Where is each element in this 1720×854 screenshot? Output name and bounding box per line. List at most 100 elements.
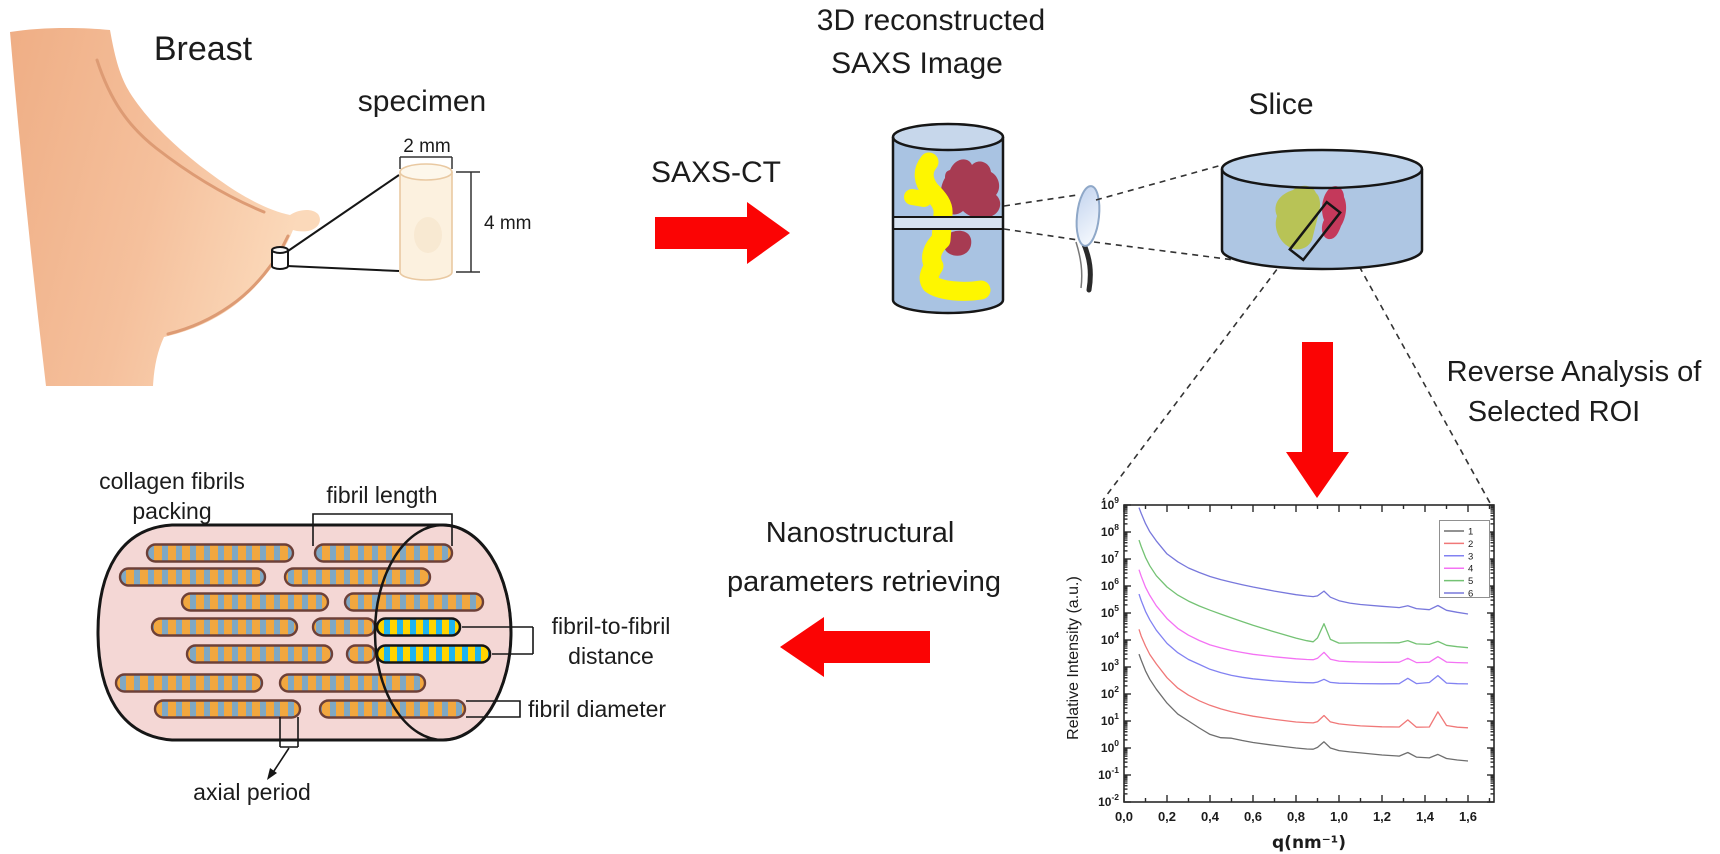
plot-x-tick-label: 0,0 [1115, 809, 1133, 824]
fibril-rod [114, 673, 264, 693]
fibril-rod [343, 592, 485, 612]
plot-y-tick-label: 100 [1101, 738, 1119, 755]
specimen-cylinder-top [399, 163, 453, 181]
zoom-line-bottom [286, 265, 400, 272]
breast-illustration: Breast [10, 27, 400, 386]
recon-cylinder-outline [891, 137, 1005, 315]
fibril-rod-highlighted [375, 644, 492, 664]
dashed-cyl-to-lens-top [1003, 194, 1078, 207]
plot-x-tick-label: 1,0 [1330, 809, 1348, 824]
collagen-diagram: collagen fibrils packing fibril length f… [96, 468, 670, 805]
fibril-to-fibril-label-line2: distance [568, 643, 654, 669]
fibril-rod [283, 567, 432, 587]
plot-y-tick-label: 101 [1101, 711, 1119, 728]
slice-red-region [1321, 186, 1347, 240]
plot-legend-label: 4 [1468, 564, 1473, 575]
axial-period-arrow-line [271, 747, 290, 775]
dashed-lens-to-slice-top [1095, 164, 1223, 201]
plot-y-tick-label: 105 [1101, 603, 1119, 620]
plot-y-tick-label: 109 [1101, 495, 1119, 512]
fibril-length-bracket [312, 513, 453, 546]
plot-x-tick-label: 1,6 [1459, 809, 1477, 824]
fibril-rod-highlighted [375, 617, 462, 637]
slice-outline [1220, 169, 1424, 271]
specimen-texture [414, 217, 442, 253]
nano-label-line2: parameters retrieving [727, 566, 1001, 598]
recon-title-line2: SAXS Image [831, 47, 1003, 80]
plot-x-tick-label: 0,2 [1158, 809, 1176, 824]
plot-x-tick-label: 0,8 [1287, 809, 1305, 824]
magnifier-handle [1080, 239, 1093, 293]
breast-label: Breast [154, 30, 253, 68]
plot-x-tick-label: 0,6 [1244, 809, 1262, 824]
plot-y-ticks [1124, 504, 1494, 803]
zoom-line-top [287, 174, 400, 252]
recon-tumor-region [940, 159, 1001, 219]
plot-y-tick-label: 102 [1101, 684, 1119, 701]
plot-curve-3 [1138, 593, 1469, 685]
axial-period-bracket [279, 717, 299, 748]
fibril-rod [278, 673, 427, 693]
plot-legend-label: 3 [1468, 551, 1473, 562]
saxs-ct-arrow [655, 202, 790, 264]
axial-period-label: axial period [193, 779, 311, 805]
fibril-rod [185, 644, 334, 664]
dashed-roi-to-plot-right [1337, 227, 1491, 504]
plot-x-tick-label: 0,4 [1201, 809, 1220, 824]
plot-curve-1 [1138, 653, 1469, 762]
plot-y-tick-label: 106 [1101, 576, 1119, 593]
fibril-diameter-label: fibril diameter [528, 696, 666, 722]
recon-yellow-arm [904, 189, 932, 207]
plot-y-tick-label: 10-2 [1098, 792, 1119, 809]
fibril-rod [311, 617, 377, 637]
plot-y-tick-label: 10-1 [1098, 765, 1119, 782]
plot-legend-label: 1 [1468, 527, 1473, 538]
dim-2mm-label: 2 mm [403, 136, 451, 157]
magnifier-lens [1075, 185, 1101, 247]
slice-group: Slice [1220, 88, 1424, 271]
fibril-rod [318, 699, 467, 719]
fibril-rod [150, 617, 299, 637]
saxs-ct-label: SAXS-CT [651, 156, 781, 189]
plot-legend-label: 5 [1468, 576, 1473, 587]
fibril-to-fibril-bracket [462, 626, 534, 655]
magnifier-handle-edge [1075, 241, 1083, 289]
plot-curve-2 [1138, 629, 1469, 729]
recon-title-line1: 3D reconstructed [817, 4, 1045, 37]
plot-ylabel: Relative Intensity (a.u.) [1065, 576, 1082, 740]
sampling-site-marker [271, 246, 289, 270]
dashed-cyl-to-lens-bottom [1003, 228, 1079, 241]
fibril-rod [313, 543, 454, 563]
plot-xlabel: q(nm⁻¹) [1272, 833, 1346, 853]
plot-curve-6 [1138, 507, 1469, 615]
plot-legend-label: 2 [1468, 539, 1473, 550]
plot-y-tick-label: 108 [1101, 522, 1119, 539]
collagen-label-line1: collagen fibrils [99, 468, 245, 494]
reverse-label-line1: Reverse Analysis of [1447, 356, 1703, 388]
plot-legend-box [1439, 520, 1490, 598]
fibril-rod [145, 543, 295, 563]
dim-4mm [456, 171, 480, 273]
slice-roi-box [1288, 200, 1342, 262]
down-arrow [1286, 342, 1349, 498]
reverse-label-line2: Selected ROI [1468, 396, 1640, 428]
plot-y-tick-label: 103 [1101, 657, 1119, 674]
slice-green-region [1275, 185, 1321, 250]
fibril-rod [118, 567, 267, 587]
fibril-diameter-bracket [466, 700, 521, 718]
slice-body [1222, 169, 1422, 269]
breast-silhouette [10, 27, 320, 386]
plot-x-tick-label: 1,4 [1416, 809, 1435, 824]
recon-cylinder-top-fill [893, 124, 1003, 150]
axial-period-arrowhead [267, 768, 277, 780]
recon-slice-gap [894, 217, 1002, 229]
recon-yellow-region [914, 152, 991, 301]
collagen-label-line2: packing [132, 498, 211, 524]
slice-label: Slice [1248, 88, 1313, 121]
dashed-roi-to-plot-left [1102, 251, 1291, 501]
fibril-length-label: fibril length [326, 482, 437, 508]
plot-y-tick-label: 104 [1101, 630, 1119, 647]
